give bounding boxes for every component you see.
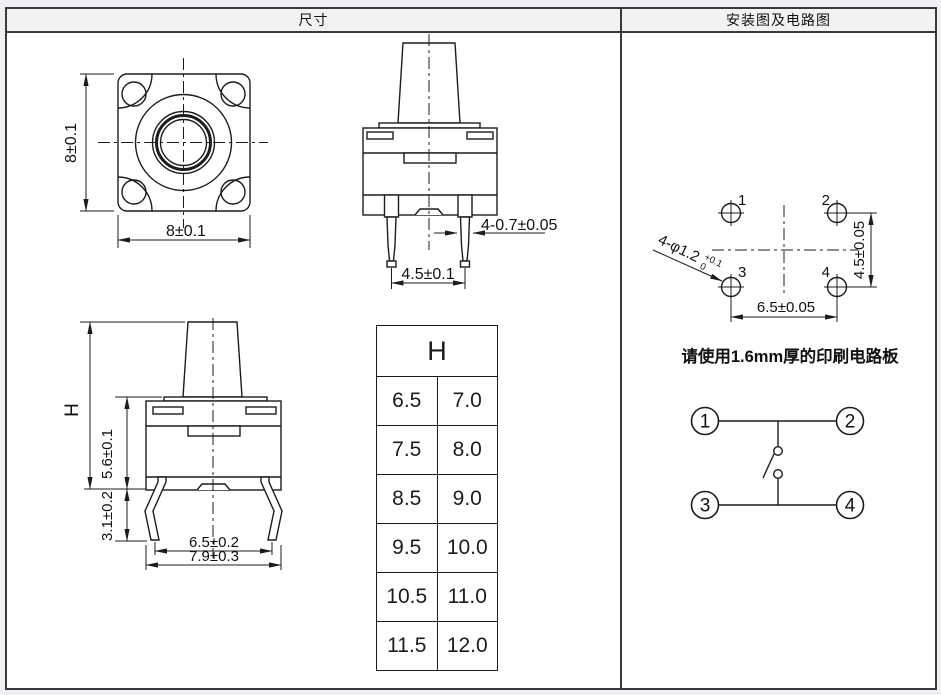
h-table-header: H — [376, 325, 498, 377]
table-row: 9.5 10.0 — [376, 523, 498, 573]
header-mounting-circuit: 安装图及电路图 — [726, 12, 831, 28]
table-row: 11.5 12.0 — [376, 621, 498, 671]
header-dimensions: 尺寸 — [7, 9, 622, 31]
table-body-row — [7, 33, 935, 688]
table-row: 6.5 7.0 — [376, 376, 498, 426]
h-dimension-table: H 6.5 7.0 7.5 8.0 8.5 9.0 9.5 10.0 10.5 … — [376, 325, 498, 671]
dimensions-panel — [7, 33, 622, 688]
mounting-panel — [622, 33, 935, 688]
table-row: 7.5 8.0 — [376, 425, 498, 475]
table-header-row: 尺寸 安装图及电路图 — [7, 9, 935, 33]
table-row: 8.5 9.0 — [376, 474, 498, 524]
table-row: 10.5 11.0 — [376, 572, 498, 622]
